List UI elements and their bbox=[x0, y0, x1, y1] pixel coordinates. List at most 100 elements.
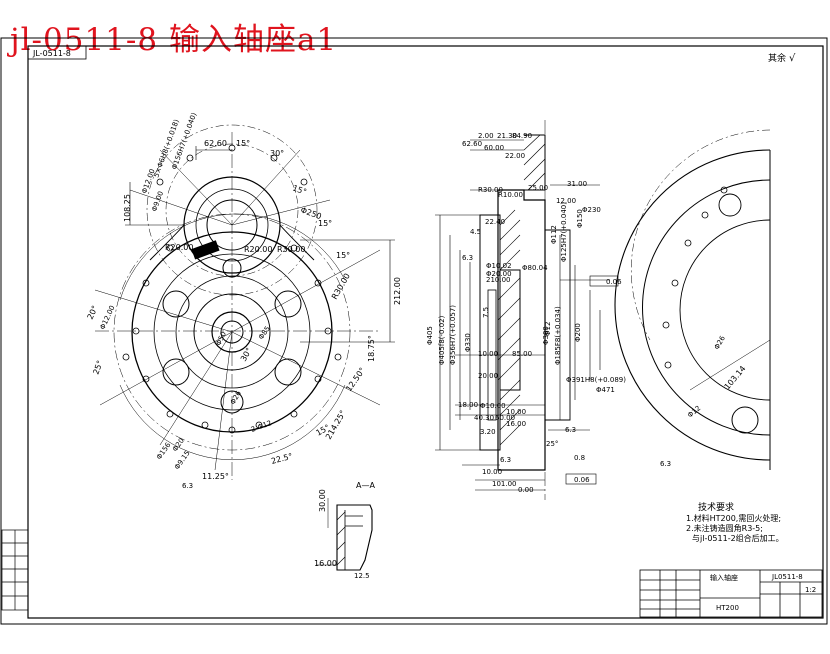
dim-text: 30° bbox=[270, 149, 284, 158]
inner-frame bbox=[27, 45, 824, 619]
left-margin-table bbox=[1, 529, 29, 611]
dim-text: 22.40 bbox=[485, 218, 505, 226]
dim-text: 11.25° bbox=[202, 472, 229, 481]
partial-view bbox=[614, 129, 771, 470]
part-material: HT200 bbox=[716, 604, 739, 612]
dim-text: 0.00 bbox=[518, 486, 534, 494]
dim-text: R30.00 bbox=[478, 186, 503, 194]
dim-text: 0.8 bbox=[574, 454, 585, 462]
dim-text: 62.60 bbox=[204, 139, 227, 148]
dim-text: R30.00 bbox=[330, 272, 352, 301]
tech-req-line: 与jl-0511-2组合后加工。 bbox=[692, 533, 784, 543]
dim-text: 2.00 bbox=[478, 132, 494, 140]
front-view bbox=[94, 124, 395, 480]
dim-text: 6.3 bbox=[462, 254, 473, 262]
dim-text: 15° bbox=[336, 251, 350, 260]
dim-text: 6.3 bbox=[565, 426, 576, 434]
dim-text: 15° bbox=[236, 139, 250, 148]
dim-text: Φ405 bbox=[426, 326, 434, 345]
dim-text: 210.00 bbox=[486, 276, 511, 284]
dim-text: Φ230 bbox=[582, 206, 601, 214]
dim-text: 60.00 bbox=[484, 144, 504, 152]
dim-text: Φ300 bbox=[542, 326, 550, 345]
dim-text: Φ200 bbox=[574, 323, 582, 342]
dim-text: Φ20.00 bbox=[486, 270, 512, 278]
dim-text: 3.20 bbox=[480, 428, 496, 436]
dim-text: Φ80.04 bbox=[522, 264, 548, 272]
dim-text: 18.75° bbox=[367, 335, 376, 362]
dim-text: 10.00 bbox=[478, 350, 498, 358]
dim-text: Φ12.00 bbox=[99, 304, 117, 331]
dim-text: Φ330 bbox=[464, 333, 472, 352]
outer-frame bbox=[0, 37, 828, 625]
dim-text: 2-Φ12 bbox=[250, 419, 273, 434]
tech-req-line: 1.材料HT200,需回火处理; bbox=[686, 513, 781, 523]
dim-text: 12.50° bbox=[344, 366, 367, 393]
partial-view-dimensions: 103.14 Φ12 Φ26 6.3 bbox=[660, 334, 748, 468]
dim-text: 4.5 bbox=[470, 228, 481, 236]
tech-req-title: 技术要求 bbox=[698, 501, 734, 513]
drawing-number-text: JL-0511-8 bbox=[32, 49, 71, 58]
dim-text: 12.00 bbox=[556, 197, 576, 205]
part-scale: 1:2 bbox=[805, 586, 816, 594]
dim-text: 12.5 bbox=[354, 572, 370, 580]
dim-text: Φ150 bbox=[576, 209, 584, 228]
dim-text: 7.5 bbox=[482, 307, 490, 318]
dim-text: 0.06 bbox=[574, 476, 590, 484]
dim-text: 20.00 bbox=[478, 372, 498, 380]
dim-text: 40.30 bbox=[474, 414, 494, 422]
dim-text: 62.60 bbox=[462, 140, 482, 148]
dim-text: Φ405f8(-0.02) bbox=[438, 315, 446, 365]
dim-text: 18.00 bbox=[458, 401, 478, 409]
dim-text: 6.3 bbox=[500, 456, 511, 464]
dim-text: 85.00 bbox=[512, 350, 532, 358]
dim-text: 101.00 bbox=[492, 480, 517, 488]
dim-text: 6.3 bbox=[182, 482, 193, 490]
dim-text: 31.00 bbox=[567, 180, 587, 188]
dim-text: 15° bbox=[318, 219, 332, 228]
drawing-title: jl-0511-8 输入轴座a1 bbox=[10, 22, 338, 58]
dim-text: 30° bbox=[239, 346, 254, 363]
dim-text: Φ185F8(+0.034) bbox=[554, 306, 562, 365]
dim-text: Φ26 bbox=[713, 334, 727, 351]
detail-aa-view bbox=[316, 498, 373, 571]
dim-text: 212.00 bbox=[393, 277, 402, 305]
roughness-check-symbol: √ bbox=[789, 53, 796, 64]
dim-text: Φ10.02 bbox=[486, 262, 512, 270]
dim-text: 84.90 bbox=[512, 132, 532, 140]
dim-text: R30.00 bbox=[277, 245, 305, 254]
title-block bbox=[639, 569, 823, 618]
dim-text: 10.00 bbox=[506, 408, 526, 416]
section-view-dimensions: 2.00 21.30 84.90 62.60 60.00 22.00 R30.0… bbox=[426, 132, 626, 494]
dim-text: Φ12 bbox=[544, 322, 552, 336]
section-label: A—A bbox=[356, 481, 375, 490]
dim-text: 22.5° bbox=[270, 452, 293, 466]
part-code: JL0511-8 bbox=[771, 573, 803, 581]
dim-text: 15° bbox=[291, 183, 307, 196]
dim-text: 16.00 bbox=[314, 559, 337, 568]
dim-text: Φ112 bbox=[550, 225, 558, 244]
dim-text: Φ12 bbox=[686, 404, 702, 419]
part-name: 输入轴座 bbox=[710, 573, 738, 582]
front-view-dimensions: 62.60 15° 30° Φ156H7(+0.040) 5×Φ6H8(+0.0… bbox=[86, 111, 402, 490]
technical-requirements: 技术要求 1.材料HT200,需回火处理; 2.未注铸造圆角R3-5; 与jl-… bbox=[686, 501, 784, 543]
section-view bbox=[435, 120, 619, 500]
dim-text: 10.00 bbox=[482, 468, 502, 476]
dim-text: Φ356H7(+0.057) bbox=[449, 305, 457, 365]
dim-text: Φ125H7(+0.040) bbox=[560, 202, 568, 262]
dim-text: Φ10.00 bbox=[480, 402, 506, 410]
dim-text: 30.00 bbox=[318, 489, 327, 512]
drawing-number-box bbox=[27, 45, 87, 60]
tech-req-line: 2.未注铸造圆角R3-5; bbox=[686, 523, 763, 533]
dim-text: 25.00 bbox=[528, 184, 548, 192]
dim-text: 60.00 bbox=[495, 414, 515, 422]
detail-aa-dimensions: A—A 30.00 16.00 12.5 bbox=[314, 481, 375, 580]
dim-text: 20° bbox=[86, 304, 100, 321]
dim-text: Φ156 bbox=[155, 441, 173, 461]
dim-text: 16.00 bbox=[506, 420, 526, 428]
dim-text: Φ50 bbox=[215, 330, 228, 346]
dim-text: 22.00 bbox=[505, 152, 525, 160]
dim-text: Φ12.00 bbox=[140, 168, 156, 195]
dim-text: 25° bbox=[546, 440, 558, 448]
